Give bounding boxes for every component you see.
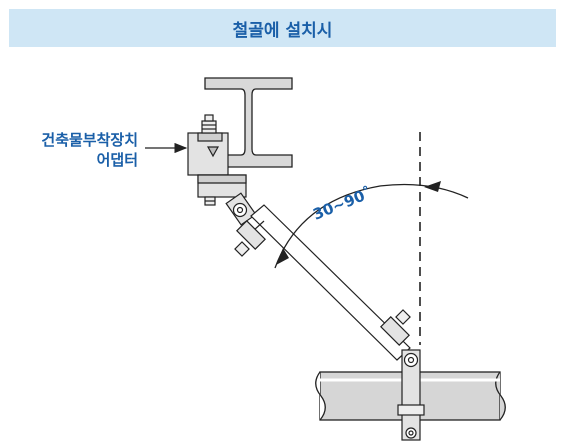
title-banner: 철골에 설치시 — [9, 9, 556, 47]
support-rod — [250, 204, 411, 361]
page-title: 철골에 설치시 — [232, 20, 333, 41]
angle-label: 30~90˚ — [310, 184, 374, 224]
arc-arrow-lower-icon — [276, 248, 289, 265]
angle-arc — [274, 183, 469, 269]
upper-rod-clamp — [234, 220, 266, 257]
steel-i-beam — [204, 77, 293, 168]
adapter-label-line1: 건축물부착장치 — [41, 131, 138, 149]
lower-rod-clamp — [380, 309, 411, 346]
arc-arrow-right-icon — [424, 181, 441, 192]
pipe-clamp — [397, 349, 425, 441]
upper-hinge-joint — [225, 192, 257, 226]
adapter-label-line2: 어댑터 — [96, 151, 138, 169]
building-attachment-adapter — [187, 114, 247, 206]
